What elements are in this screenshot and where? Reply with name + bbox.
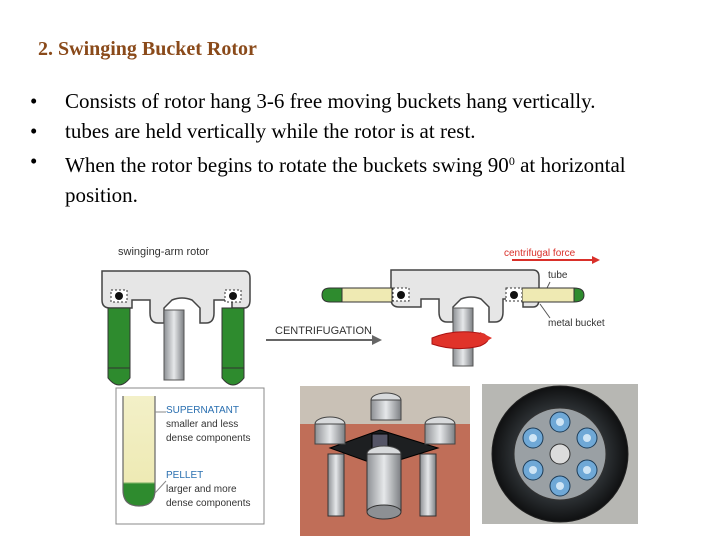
supernatant-desc-1: smaller and less bbox=[166, 419, 238, 430]
centrifugation-arrow: CENTRIFUGATION bbox=[266, 325, 382, 345]
bucket-right-horizontal bbox=[573, 287, 585, 303]
bullet-text: When the rotor begins to rotate the buck… bbox=[65, 153, 509, 177]
rotor-figure: swinging-arm rotor CENTRIFUGATION centri… bbox=[101, 246, 638, 536]
bucket-left bbox=[107, 307, 131, 369]
pellet-title: PELLET bbox=[166, 470, 203, 481]
rotor-frame bbox=[101, 270, 251, 324]
pellet-pointer bbox=[154, 480, 167, 494]
centrifuge-chamber-photo bbox=[482, 384, 638, 524]
bucket-right-bottom bbox=[221, 367, 245, 386]
bullet-text-continued: at horizontal position. bbox=[65, 153, 626, 207]
rotor-shaft bbox=[163, 309, 185, 381]
pivot-left bbox=[115, 292, 123, 300]
pellet-desc-1: larger and more bbox=[166, 484, 237, 495]
pivot-left-spinning bbox=[397, 291, 405, 299]
test-tube bbox=[122, 396, 156, 507]
bullet-item: • When the rotor begins to rotate the bu… bbox=[30, 146, 700, 210]
bullet-item: • Consists of rotor hang 3-6 free moving… bbox=[30, 86, 700, 116]
bullet-dot: • bbox=[30, 119, 38, 143]
centrifugal-force-label: centrifugal force bbox=[504, 248, 576, 259]
centrifugation-label: CENTRIFUGATION bbox=[275, 325, 372, 337]
bullet-list: • Consists of rotor hang 3-6 free moving… bbox=[30, 86, 700, 210]
supernatant-title: SUPERNATANT bbox=[166, 405, 239, 416]
rotor-spinning-diagram: centrifugal force tube metal bucket bbox=[321, 248, 605, 367]
bullet-dot: • bbox=[30, 89, 38, 113]
bucket-left-bottom bbox=[107, 367, 131, 386]
force-arrow-head bbox=[592, 256, 600, 264]
bullet-dot: • bbox=[30, 149, 38, 173]
rotor-at-rest-diagram: swinging-arm rotor bbox=[101, 246, 251, 386]
rotor-photo bbox=[300, 386, 470, 536]
tube-label: tube bbox=[548, 270, 568, 281]
pivot-right bbox=[229, 292, 237, 300]
rotor-at-rest-label: swinging-arm rotor bbox=[118, 246, 209, 258]
pivot-right-spinning bbox=[510, 291, 518, 299]
bucket-right bbox=[221, 307, 245, 369]
metal-bucket-label: metal bucket bbox=[548, 318, 605, 329]
bullet-item: • tubes are held vertically while the ro… bbox=[30, 116, 700, 146]
bullet-text: Consists of rotor hang 3-6 free moving b… bbox=[65, 89, 596, 113]
supernatant-desc-2: dense components bbox=[166, 433, 251, 444]
pellet-desc-2: dense components bbox=[166, 498, 251, 509]
rotation-arrow bbox=[431, 331, 489, 350]
degree-superscript: 0 bbox=[508, 154, 515, 168]
tube-right-horizontal bbox=[521, 287, 575, 303]
tube-left-horizontal bbox=[341, 287, 393, 303]
slide-title: 2. Swinging Bucket Rotor bbox=[38, 38, 257, 60]
tube-inset: SUPERNATANT smaller and less dense compo… bbox=[115, 387, 265, 525]
bullet-text: tubes are held vertically while the roto… bbox=[65, 119, 476, 143]
